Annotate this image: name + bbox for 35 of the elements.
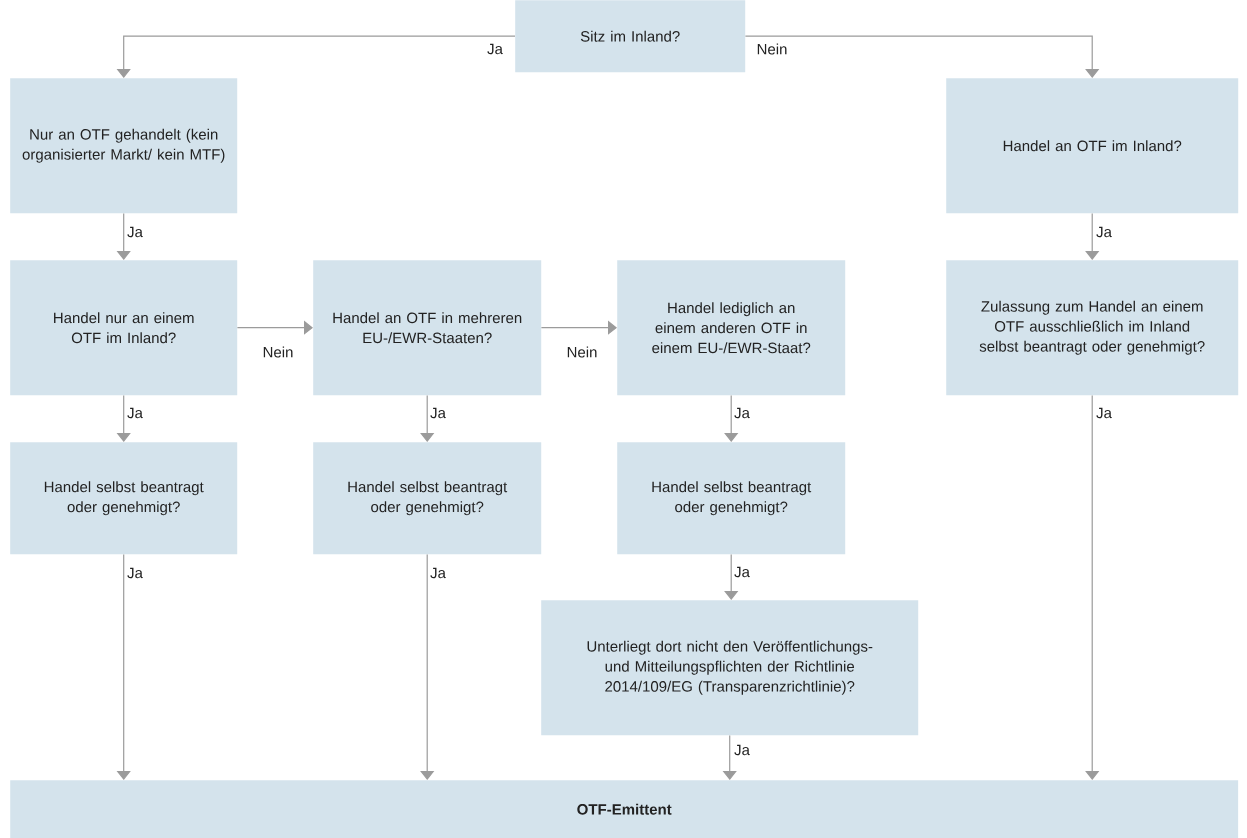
edge-label: Nein — [261, 345, 295, 359]
arrow — [540, 320, 617, 335]
decision-box: Handel lediglich an einem anderen OTF in einem EU-/EWR-Staat? — [617, 260, 846, 396]
edge-label: Nein — [755, 42, 789, 56]
edge-label: Ja — [1095, 406, 1113, 420]
edge-label: Ja — [429, 406, 447, 420]
arrow — [236, 320, 313, 335]
edge-label: Ja — [733, 743, 751, 757]
arrow — [420, 553, 435, 780]
arrow — [420, 394, 435, 442]
edge-label: Ja — [486, 42, 504, 56]
arrow — [744, 35, 1100, 78]
decision-box: Handel an OTF in mehreren EU-/EWR-Staaten? — [313, 260, 542, 396]
decision-box: Handel an OTF im Inland? — [946, 78, 1239, 214]
decision-box: Handel selbst beantragt oder genehmigt? — [10, 442, 238, 555]
edge-label: Ja — [126, 566, 144, 580]
edge-label: Ja — [429, 566, 447, 580]
decision-box: Zulassung zum Handel an einem OTF ausschließlich im Inland selbst beantragt oder genehmigt? — [946, 260, 1239, 396]
decision-box: Sitz im Inland? — [515, 0, 746, 73]
decision-box: Handel nur an einem OTF im Inland? — [10, 260, 238, 396]
arrow — [1085, 212, 1100, 260]
edge-label: Ja — [1095, 225, 1113, 239]
edge-label: Ja — [126, 225, 144, 239]
decision-box: OTF-Emittent — [10, 780, 1239, 838]
decision-box: Unterliegt dort nicht den Veröffentlichungs- und Mitteilungspflichten der Richtlinie 2014/109/EG (Transparenzrichtlinie)? — [541, 600, 919, 736]
edge-label: Ja — [126, 406, 144, 420]
edge-label: Ja — [733, 565, 751, 579]
edge-label: Ja — [733, 406, 751, 420]
edge-label: Nein — [565, 345, 599, 359]
arrow — [724, 394, 739, 442]
decision-box: Handel selbst beantragt oder genehmigt? — [617, 442, 846, 555]
decision-box: Handel selbst beantragt oder genehmigt? — [313, 442, 542, 555]
arrow — [724, 553, 739, 600]
decision-box: Nur an OTF gehandelt (kein organisierter Markt/ kein MTF) — [10, 78, 238, 214]
arrow — [1085, 394, 1100, 780]
